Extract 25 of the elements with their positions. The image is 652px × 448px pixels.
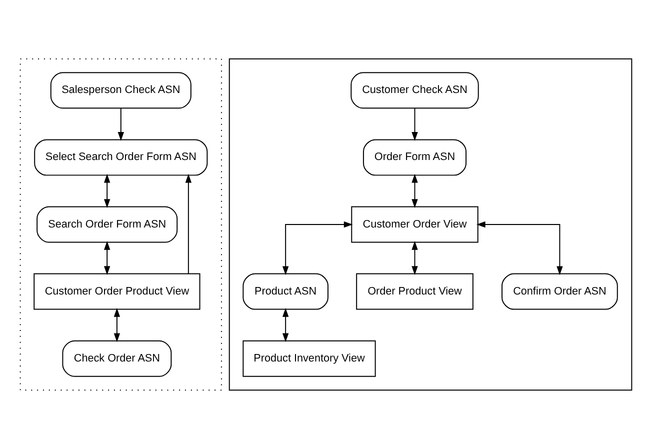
arrow: [476, 220, 563, 275]
node-box: Select Search Order Form ASN: [34, 138, 208, 176]
arrow: [412, 173, 418, 208]
node-box: Customer Check ASN: [350, 72, 479, 108]
node-box: Search Order Form ASN: [36, 206, 178, 242]
node-box: Confirm Order ASN: [502, 272, 618, 310]
node-box: Product Inventory View: [242, 340, 376, 376]
node-box: Product ASN: [242, 272, 328, 310]
node-box: Order Product View: [356, 272, 474, 310]
arrow: [412, 240, 418, 275]
node-box: Order Form ASN: [362, 138, 467, 176]
arrow: [282, 308, 289, 342]
arrow: [104, 240, 110, 275]
arrow: [104, 173, 110, 208]
cluster: [228, 58, 632, 390]
cluster: [20, 58, 222, 390]
node-box: Customer Order View: [351, 206, 478, 242]
arrow: [185, 173, 192, 274]
arrow: [118, 107, 124, 140]
node-box: Check Order ASN: [62, 340, 172, 376]
arrow: [282, 220, 353, 275]
arrow: [114, 308, 120, 342]
node-box: Salesperson Check ASN: [50, 72, 192, 108]
node-box: Customer Order Product View: [34, 272, 200, 310]
arrow: [412, 107, 418, 140]
